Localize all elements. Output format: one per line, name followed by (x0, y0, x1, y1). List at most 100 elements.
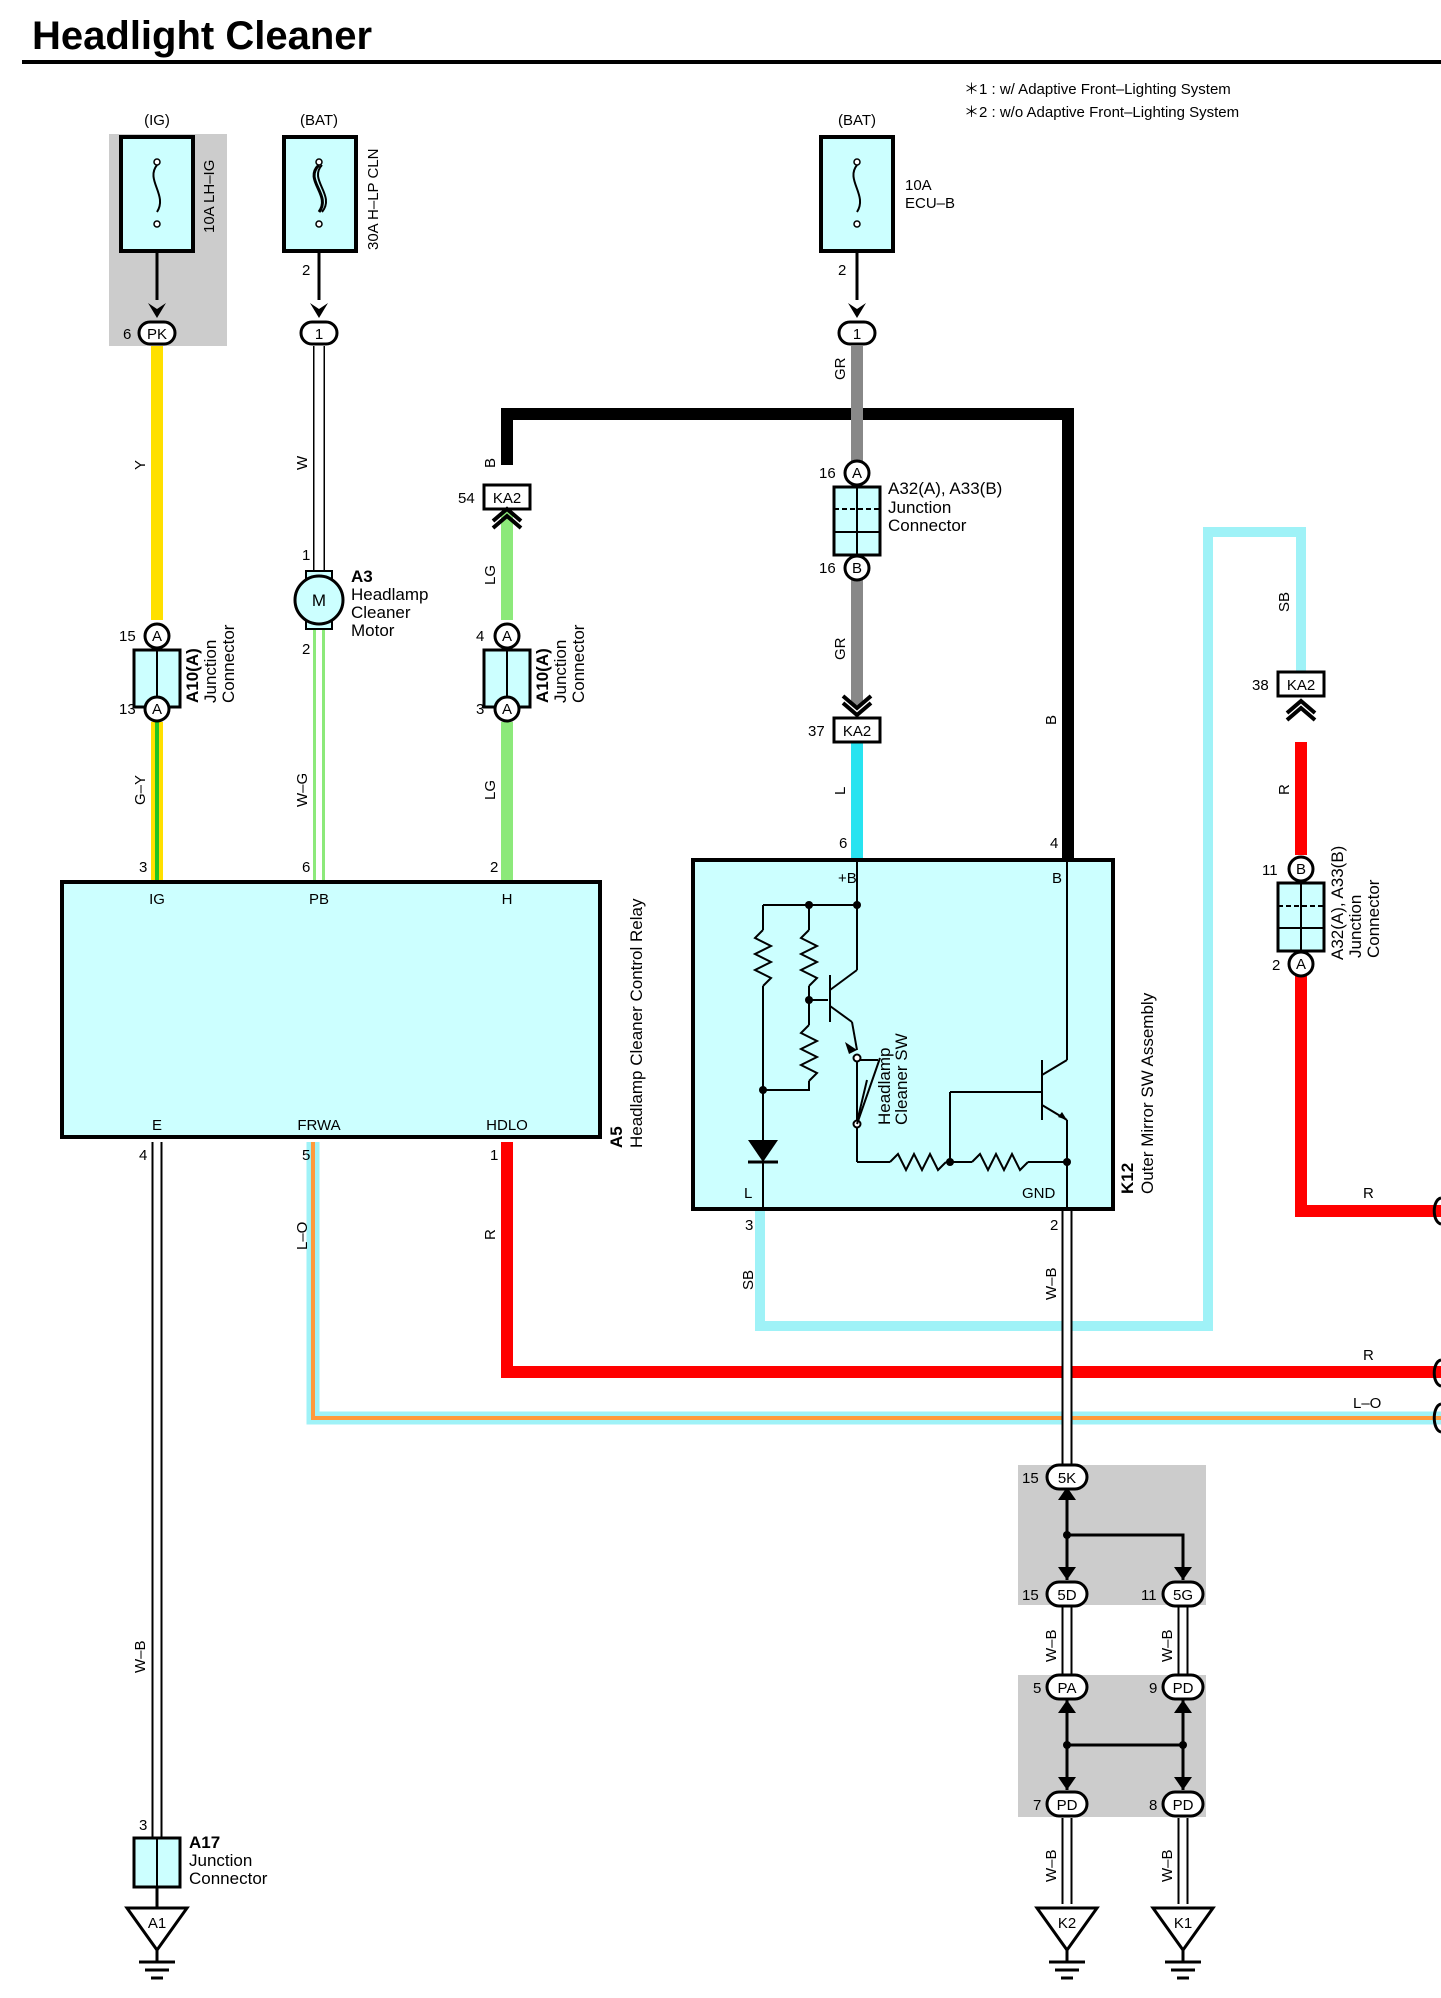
fuse-label-lh-ig: 10A LH–IG (201, 160, 218, 233)
fuse-ecu-b (819, 135, 895, 318)
a5-port-e: E (152, 1117, 162, 1134)
a3-name-3: Motor (351, 621, 395, 640)
pin-ka2-38: 38 (1252, 677, 1269, 694)
wire-label-wb-k1: W–B (1159, 1849, 1176, 1882)
ground-k1 (1150, 1906, 1216, 1980)
wire-label-wb-5g: W–B (1159, 1629, 1176, 1662)
pin-k12-gnd: 2 (1050, 1217, 1058, 1234)
wire-label-b-right: B (1043, 715, 1060, 725)
fuse-label-ecu-b-amp: 10A (905, 177, 932, 194)
pin-k12-gnd-top: 4 (1050, 835, 1058, 852)
pin-ka2-37: 37 (808, 723, 825, 740)
wire-label-r-right: R (1276, 784, 1293, 795)
pin-k12-b-in: 6 (839, 835, 847, 852)
wire-label-sb-right: SB (1276, 592, 1293, 612)
pin-a10-2-out: 3 (476, 701, 484, 718)
connector-5g (1161, 1580, 1205, 1608)
pin-ka2-54: 54 (458, 490, 475, 507)
wire-label-wb-a1: W–B (132, 1640, 149, 1673)
wire-label-l: L (832, 787, 849, 795)
title-rule (22, 60, 1441, 64)
conn-label-a32-b: B (852, 560, 862, 577)
connector-1a (299, 320, 339, 346)
conn-label-a32b-a: A (1296, 956, 1306, 973)
k12-name: Outer Mirror SW Assembly (1138, 992, 1157, 1194)
wire-label-wb-5d: W–B (1043, 1629, 1060, 1662)
a3-code: A3 (351, 567, 373, 586)
wire-label-wb-k2: W–B (1043, 1849, 1060, 1882)
outer-mirror-sw-k12 (691, 858, 1115, 1211)
a32-top-code: A32(A), A33(B) (888, 479, 1002, 498)
a5-name: Headlamp Cleaner Control Relay (627, 898, 646, 1148)
conn-label-a32-a: A (852, 465, 862, 482)
pin-a3-out: 2 (302, 641, 310, 658)
a10-right-code: A10(A) (533, 648, 552, 703)
conn-label-5g: 5G (1173, 1587, 1193, 1604)
connector-pa (1045, 1673, 1089, 1701)
pin-a10-2-in: 4 (476, 628, 484, 645)
connector-ka2-37 (832, 694, 882, 744)
junction-a17 (132, 1836, 182, 1908)
wire-b (501, 408, 1074, 858)
conn-label-ka2-37: KA2 (843, 723, 871, 740)
pin-a5-ig: 3 (139, 859, 147, 876)
wire-r-hdlo (501, 1142, 1441, 1378)
wire-label-r-hdlo: R (482, 1229, 499, 1240)
fuse-label-ecu-b-name: ECU–B (905, 195, 955, 212)
conn-label-a32b-b: B (1296, 861, 1306, 878)
a5-port-pb: PB (309, 891, 329, 908)
a17-jc-2: Connector (189, 1869, 268, 1888)
ground-a1 (124, 1906, 190, 1980)
a5-port-ig: IG (149, 891, 165, 908)
wire-label-y: Y (132, 460, 149, 470)
pin-f2-out: 2 (302, 262, 310, 279)
k12-port-gnd: GND (1022, 1185, 1056, 1202)
wire-label-lo-horiz: L–O (1353, 1395, 1381, 1412)
motor-a3 (293, 570, 345, 630)
connector-5d (1045, 1580, 1089, 1608)
a32-right-code: A32(A), A33(B) (1328, 846, 1347, 960)
conn-label-a10-2a: A (502, 628, 512, 645)
k12-code: K12 (1118, 1163, 1137, 1194)
pin-a17-in: 3 (139, 1817, 147, 1834)
a17-code: A17 (189, 1833, 220, 1852)
conn-label-a10-1a: A (152, 628, 162, 645)
fuse-lh-ig (119, 135, 195, 318)
a32-top-jc-2: Connector (888, 516, 967, 535)
pin-a32-in: 16 (819, 465, 836, 482)
pin-a3-in: 1 (302, 547, 310, 564)
junction-a10-left (132, 622, 182, 723)
fuse-hlp-cln (282, 135, 358, 318)
source-bat-1: (BAT) (300, 112, 338, 129)
k12-port-b: B (1052, 870, 1062, 887)
wire-label-gr-top: GR (832, 357, 849, 380)
wire-label-r-horiz-1: R (1363, 1185, 1374, 1202)
connector-pk (137, 320, 177, 346)
connector-1b (837, 320, 877, 346)
conn-label-pd-bl: PD (1057, 1797, 1078, 1814)
a10-left-code: A10(A) (183, 648, 202, 703)
pin-a32b-out: 2 (1272, 957, 1280, 974)
conn-label-a10-1b: A (152, 701, 162, 718)
conn-label-pd-br: PD (1173, 1797, 1194, 1814)
junction-a32-top (832, 459, 882, 582)
a10-right-jc-2: Connector (569, 624, 588, 703)
note-1: ＊1 : w/ Adaptive Front–Lighting System (964, 81, 1231, 98)
a5-port-hdlo: HDLO (486, 1117, 528, 1134)
a32-top-jc-1: Junction (888, 498, 951, 517)
wire-label-gr-bottom: GR (832, 637, 849, 660)
pin-k12-l: 3 (745, 1217, 753, 1234)
edge-connectors (1432, 1196, 1441, 1434)
wire-sb (755, 527, 1306, 1331)
pin-a32-out: 16 (819, 560, 836, 577)
source-ig: (IG) (144, 112, 170, 129)
a5-code: A5 (607, 1126, 626, 1148)
connector-5k (1045, 1463, 1089, 1491)
a3-name-2: Cleaner (351, 603, 411, 622)
wire-label-gy: G–Y (132, 775, 149, 805)
page-title: Headlight Cleaner (32, 14, 373, 58)
pin-f1-out: 6 (123, 326, 131, 343)
pin-jpd-br: 8 (1149, 1797, 1157, 1814)
connector-ka2-38 (1276, 670, 1326, 722)
